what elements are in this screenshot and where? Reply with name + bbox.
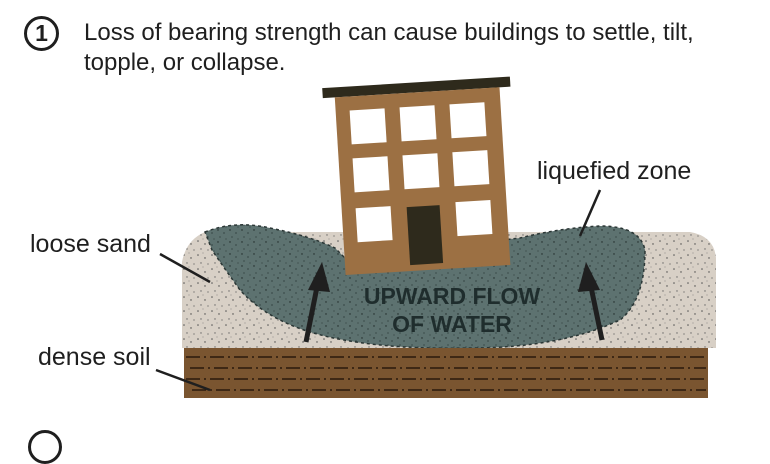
dense-soil-label: dense soil [38, 343, 151, 371]
right-flow-arrow [578, 262, 605, 341]
flow-label-line2: OF WATER [392, 311, 512, 337]
liquefied-zone-label: liquefied zone [537, 157, 692, 185]
building-roof [322, 76, 511, 99]
liquefaction-diagram: UPWARD FLOW OF WATER [155, 76, 716, 398]
liquefied-zone-pointer [578, 189, 602, 237]
building-door [406, 205, 444, 266]
upward-flow-arrows [303, 262, 605, 343]
left-flow-arrow [303, 262, 330, 343]
step-number: 1 [35, 20, 48, 46]
label-pointers [155, 189, 602, 392]
dense-soil-layer [184, 348, 708, 398]
step-number-badge: 1 [24, 16, 59, 51]
loose-sand-label: loose sand [30, 230, 151, 258]
loose-sand-pointer [159, 252, 211, 284]
liquefied-zone [204, 224, 646, 349]
flow-label-line1: UPWARD FLOW [364, 283, 541, 309]
next-step-badge [28, 430, 62, 464]
building-windows [349, 102, 493, 243]
dense-soil-pointer [155, 368, 211, 392]
tilted-building [322, 76, 511, 276]
caption-text: Loss of bearing strength can cause build… [84, 19, 694, 76]
